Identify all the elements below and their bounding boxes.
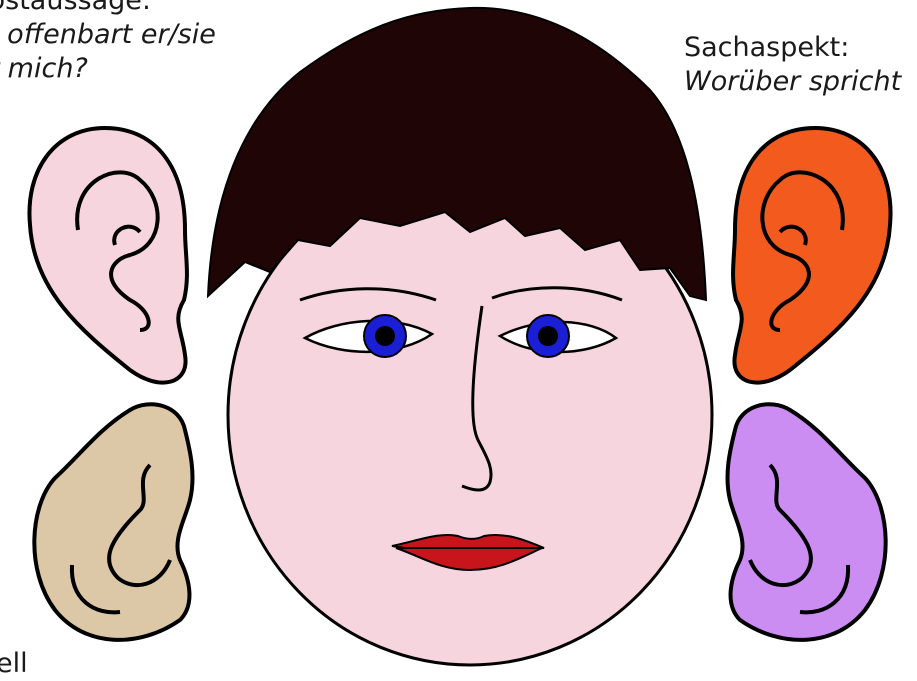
- ear-bottom-left: [34, 404, 192, 640]
- ear-top-left: [29, 128, 186, 383]
- ear-top-right: [733, 128, 890, 383]
- ear-bottom-right: [727, 404, 885, 640]
